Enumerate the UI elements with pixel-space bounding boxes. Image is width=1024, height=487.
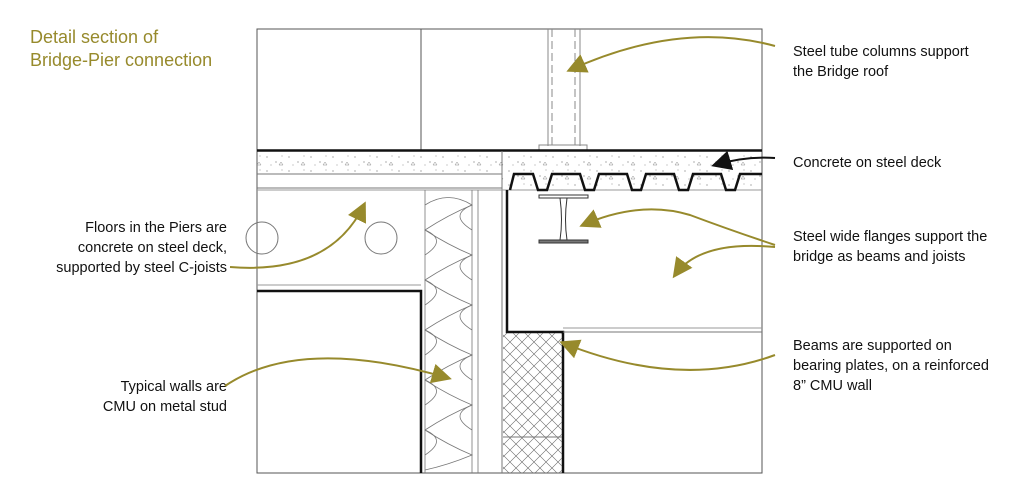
label-line: Concrete on steel deck [793,155,942,171]
label-concrete-deck: Concrete on steel deck [793,153,941,173]
wide-flange-beam [538,194,589,244]
title-line: Bridge-Pier connection [30,50,213,70]
label-wide-flanges: Steel wide flanges support the bridge as … [793,227,987,267]
insulation [424,190,479,473]
concrete-slab [257,151,762,174]
label-line: concrete on steel deck, [77,240,227,256]
cmu-wall [503,333,562,473]
label-line: supported by steel C-joists [56,260,227,276]
concrete-callout-arrow [711,150,776,170]
steel-deck [508,172,762,192]
callout-arrows [224,36,776,387]
label-line: Typical walls are [120,379,227,395]
label-line: Steel tube columns support [793,44,969,60]
bridge-edge [505,190,565,473]
label-bearing-plates: Beams are supported on bearing plates, on… [793,336,989,396]
label-line: Steel wide flanges support the [793,229,988,245]
label-line: the Bridge roof [793,64,889,80]
label-line: Beams are supported on [793,338,952,354]
label-line: bridge as beams and joists [793,249,966,265]
label-steel-tube-columns: Steel tube columns support the Bridge roo… [793,42,969,82]
label-pier-floors: Floors in the Piers are concrete on steel… [56,218,227,278]
title-line: Detail section of [30,27,159,47]
label-line: bearing plates, on a reinforced [793,358,989,374]
diagram-title: Detail section of Bridge-Pier connection [30,26,212,72]
label-line: CMU on metal stud [102,399,227,415]
label-line: Floors in the Piers are [85,220,227,236]
steel-tube-column [538,29,588,151]
label-line: 8” CMU wall [793,378,872,394]
